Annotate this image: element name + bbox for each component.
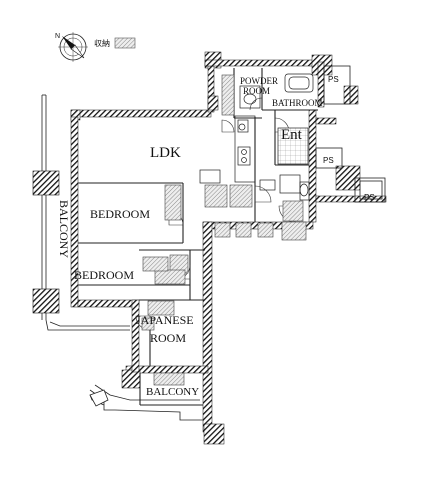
room-label-ldk: LDK xyxy=(150,145,181,161)
south-balcony-rail xyxy=(89,384,203,421)
storage-legend: 収納 xyxy=(94,37,136,49)
room-label-ps-right: PS xyxy=(364,193,375,202)
room-label-ps-top: PS xyxy=(328,75,339,84)
compass: N xyxy=(55,32,88,62)
room-label-powder-line2: ROOM xyxy=(243,86,270,96)
west-balcony-rail xyxy=(41,94,130,331)
compass-north-label: N xyxy=(55,33,60,40)
balcony-column-top xyxy=(32,170,60,196)
room-label-balcony-side: BALCONY xyxy=(57,200,71,258)
storage-legend-swatch xyxy=(114,37,136,49)
room-label-powder-line1: POWDER xyxy=(240,76,278,86)
room-label-balcony-bottom: BALCONY xyxy=(146,386,199,398)
exterior-walls xyxy=(70,51,387,445)
storage-closets xyxy=(141,74,307,386)
room-label-japanese-line1: JAPANESE xyxy=(136,313,194,327)
bath-fixtures xyxy=(239,73,314,201)
room-label-bedroom-upper: BEDROOM xyxy=(90,207,150,221)
room-label-bedroom-lower: BEDROOM xyxy=(74,268,134,282)
room-label-bathroom: BATHROOM xyxy=(272,98,323,108)
balcony-column-bottom xyxy=(32,288,60,314)
door-swings xyxy=(135,97,296,331)
kitchen-counter xyxy=(199,115,256,184)
room-label-entrance: Ent xyxy=(281,127,303,143)
ps-outlines xyxy=(315,65,386,203)
room-label-japanese-line2: ROOM xyxy=(150,331,186,345)
room-label-ps-mid: PS xyxy=(323,156,334,165)
storage-legend-label: 収納 xyxy=(94,38,110,48)
